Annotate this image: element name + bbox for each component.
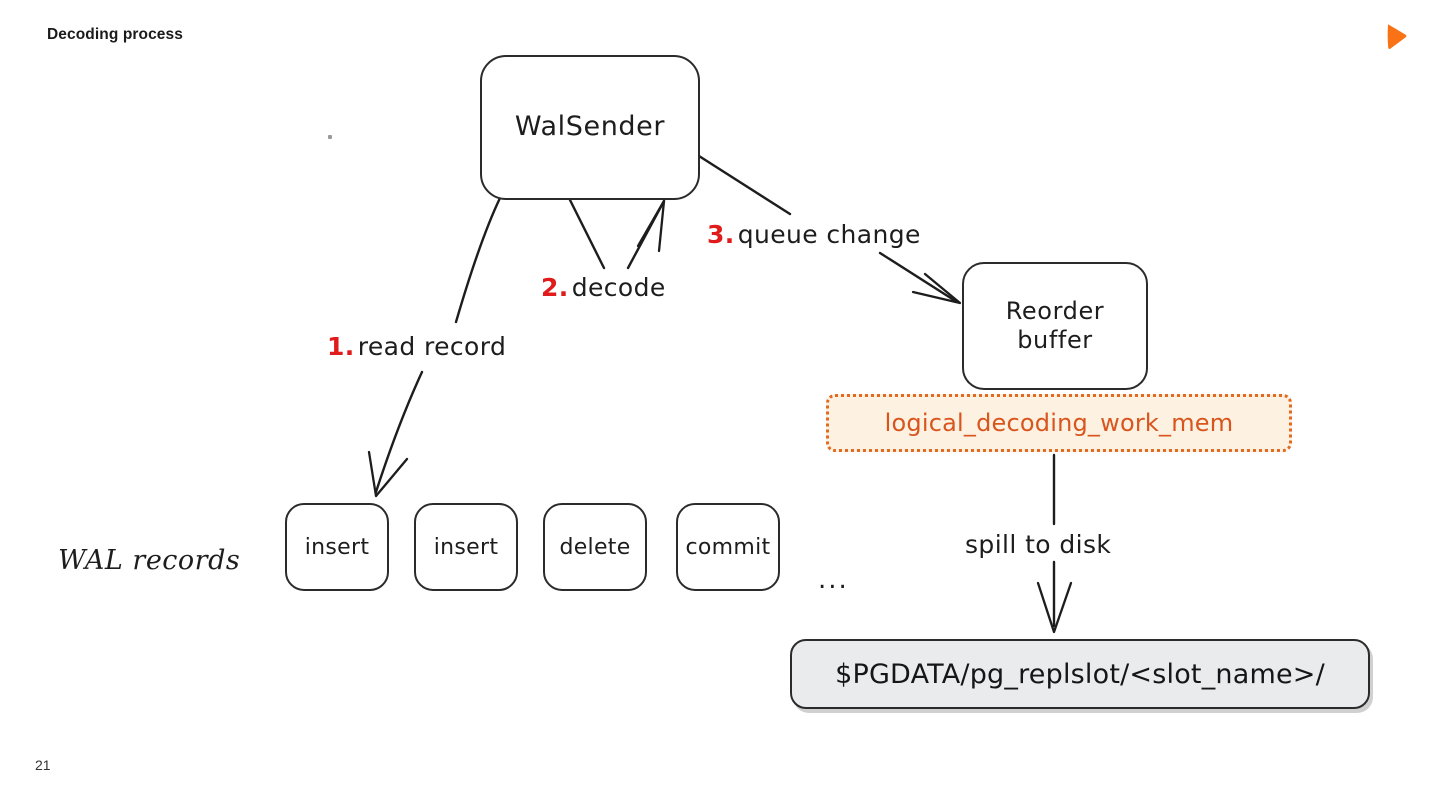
wal-record-box-commit[interactable]: commit [676,503,780,591]
config-box-logical-decoding-work-mem[interactable]: logical_decoding_work_mem [826,394,1292,452]
wal-record-box-insert-2[interactable]: insert [414,503,518,591]
wal-record-label: insert [433,534,499,560]
wal-record-label: insert [304,534,370,560]
edge-queue-change-upper [697,154,792,216]
wal-record-label: delete [559,534,631,560]
node-reorder-buffer[interactable]: Reorder buffer [962,262,1148,390]
edge-decode-outgoing [568,198,606,270]
edge-text-spill-to-disk: spill to disk [965,530,1112,559]
wal-records-ellipsis: ... [818,565,849,595]
node-reorder-buffer-label-line1: Reorder [1005,296,1105,325]
page-number: 21 [35,757,51,773]
edge-label-spill-to-disk: spill to disk [960,529,1117,560]
edge-text-queue-change: queue change [737,220,921,249]
edge-label-decode: 2.decode [536,272,671,303]
config-box-label: logical_decoding_work_mem [884,409,1234,437]
wal-record-box-insert-1[interactable]: insert [285,503,389,591]
orange-play-triangle-logo [1387,24,1407,50]
edge-spill-arrowhead [1036,581,1073,634]
edge-number-1: 1. [327,332,355,361]
node-reorder-buffer-label-line2: buffer [1017,326,1093,354]
edge-text-decode: decode [571,273,666,302]
edge-queue-change-arrowhead [911,272,962,305]
edge-queue-change-lower [878,251,959,304]
node-reorder-buffer-label: Reorder buffer [1006,297,1105,356]
edge-label-read-record: 1.read record [322,331,512,362]
wal-records-group-label: WAL records [58,545,241,576]
path-box-pg-replslot[interactable]: $PGDATA/pg_replslot/<slot_name>/ [790,639,1370,709]
wal-record-label: commit [685,534,771,560]
path-box-label: $PGDATA/pg_replslot/<slot_name>/ [835,658,1325,690]
edge-number-3: 3. [707,220,735,249]
edge-decode-arrowhead [636,199,666,253]
edge-text-read-record: read record [357,332,507,361]
edge-read-record-lower [374,370,424,494]
node-walsender-label: WalSender [514,111,666,143]
edge-decode-returning [626,199,666,270]
edge-label-queue-change: 3.queue change [702,219,926,250]
node-walsender[interactable]: WalSender [480,55,700,200]
edge-read-record-upper [454,196,502,324]
edge-number-2: 2. [541,273,569,302]
stray-speck [328,135,332,139]
page-title: Decoding process [47,26,183,43]
edge-read-record-arrowhead [367,450,409,498]
wal-record-box-delete[interactable]: delete [543,503,647,591]
